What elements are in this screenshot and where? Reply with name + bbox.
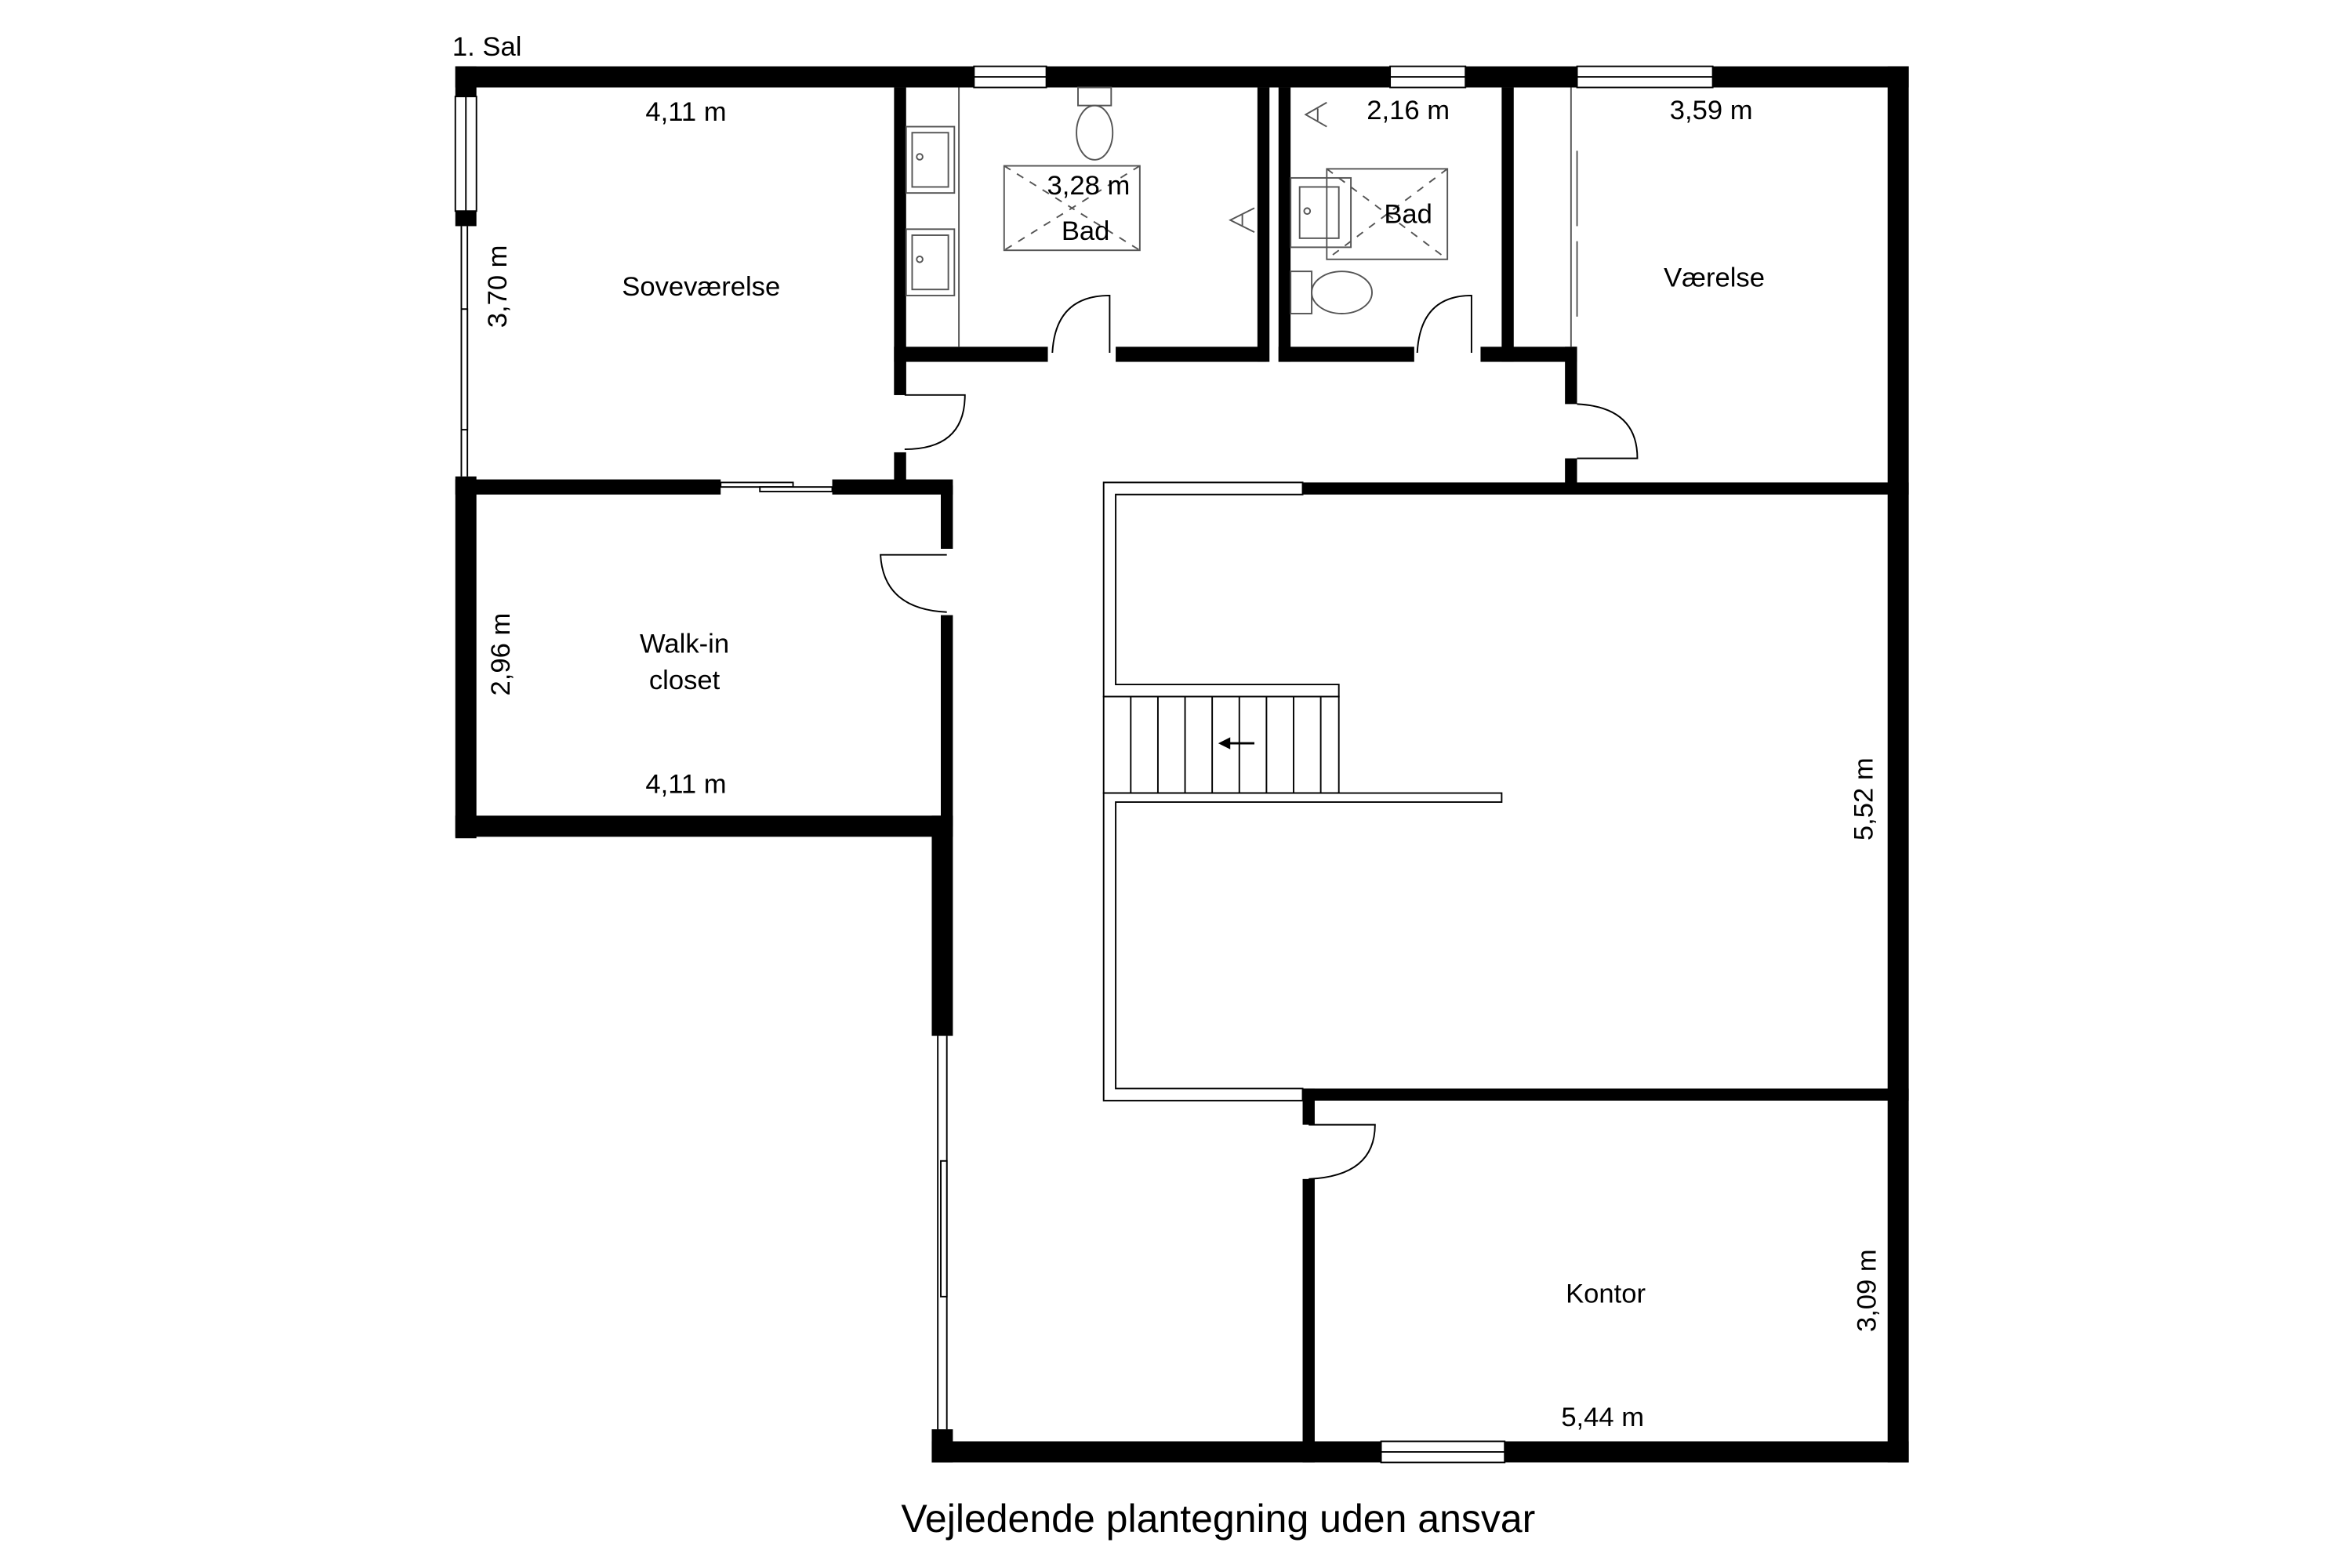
bedroom-height: 3,70 m	[483, 245, 513, 328]
closet-label-line1: Walk-in	[640, 630, 729, 659]
bath2-dimension: 2,16 m	[1367, 96, 1450, 125]
bath2-label: Bad	[1384, 200, 1432, 230]
doors	[720, 294, 1639, 1180]
interior-walls	[455, 87, 1909, 1463]
stair-opening	[1102, 481, 1503, 1102]
arrow-left-icon	[1218, 737, 1254, 750]
open-area-height: 5,52 m	[1849, 757, 1878, 840]
room-width: 3,59 m	[1670, 96, 1753, 125]
bath1-dimension: 3,28 m	[1047, 171, 1131, 201]
closet-height: 2,96 m	[486, 613, 516, 696]
office-height: 3,09 m	[1852, 1249, 1882, 1332]
office-width: 5,44 m	[1561, 1403, 1644, 1432]
closet-width: 4,11 m	[645, 770, 726, 800]
closet-label-line2: closet	[649, 666, 720, 695]
bath1-label: Bad	[1062, 216, 1110, 246]
room-label: Værelse	[1664, 263, 1765, 292]
windows	[454, 65, 1714, 1464]
office-label: Kontor	[1566, 1279, 1646, 1309]
bathroom-fixtures	[905, 86, 1578, 347]
floor-label: 1. Sal	[452, 32, 522, 62]
disclaimer-caption: Vejledende plantegning uden ansvar	[901, 1497, 1535, 1541]
bedroom-label: Soveværelse	[622, 272, 780, 302]
bedroom-width: 4,11 m	[645, 97, 726, 127]
